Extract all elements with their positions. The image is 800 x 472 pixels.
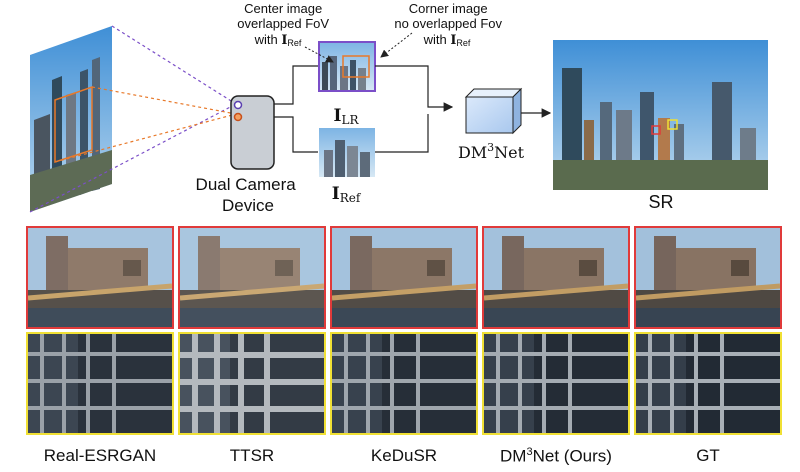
method-labels: Real-ESRGAN TTSR KeDuSR DM3Net (Ours) GT (26, 446, 782, 467)
method-label-dm3net: DM3Net (Ours) (500, 446, 612, 466)
lr-label: ILR (334, 106, 360, 127)
crop-red-kedusr (330, 226, 478, 329)
red-crop-row (26, 226, 782, 329)
yellow-crop-row (26, 332, 782, 435)
method-label-real-esrgan: Real-ESRGAN (43, 446, 157, 465)
method-label-ttsr: TTSR (229, 446, 275, 465)
crop-red-dm3net (482, 226, 630, 329)
ref-label: IRef (332, 184, 362, 205)
crop-red-real-esrgan (26, 226, 174, 329)
method-label-kedusr: KeDuSR (370, 446, 438, 465)
ref-image (319, 128, 375, 177)
comparison-grid (26, 226, 782, 438)
dm3net-block (464, 87, 523, 135)
method-label-gt: GT (696, 446, 720, 465)
center-image-note: Center image overlapped FoV with IRef (237, 1, 332, 48)
crop-yellow-kedusr (330, 332, 478, 435)
crop-yellow-real-esrgan (26, 332, 174, 435)
crop-red-gt (634, 226, 782, 329)
sr-image (553, 40, 768, 190)
corner-image-note: Corner image no overlapped Fov with IRef (394, 1, 505, 48)
sr-label: SR (648, 192, 673, 212)
wide-scene-photo (30, 26, 112, 212)
crop-yellow-gt (634, 332, 782, 435)
lr-image (318, 41, 376, 92)
crop-yellow-dm3net (482, 332, 630, 435)
crop-red-ttsr (178, 226, 326, 329)
tele-lens-icon (233, 112, 243, 122)
crop-yellow-ttsr (178, 332, 326, 435)
dm3net-label: DM3Net (458, 141, 525, 162)
device-label: Dual Camera Device (196, 175, 301, 215)
wide-lens-icon (233, 100, 243, 110)
dual-camera-device (230, 95, 275, 170)
pipeline-diagram: Dual Camera Device ILR IRef Center image… (29, 1, 768, 215)
